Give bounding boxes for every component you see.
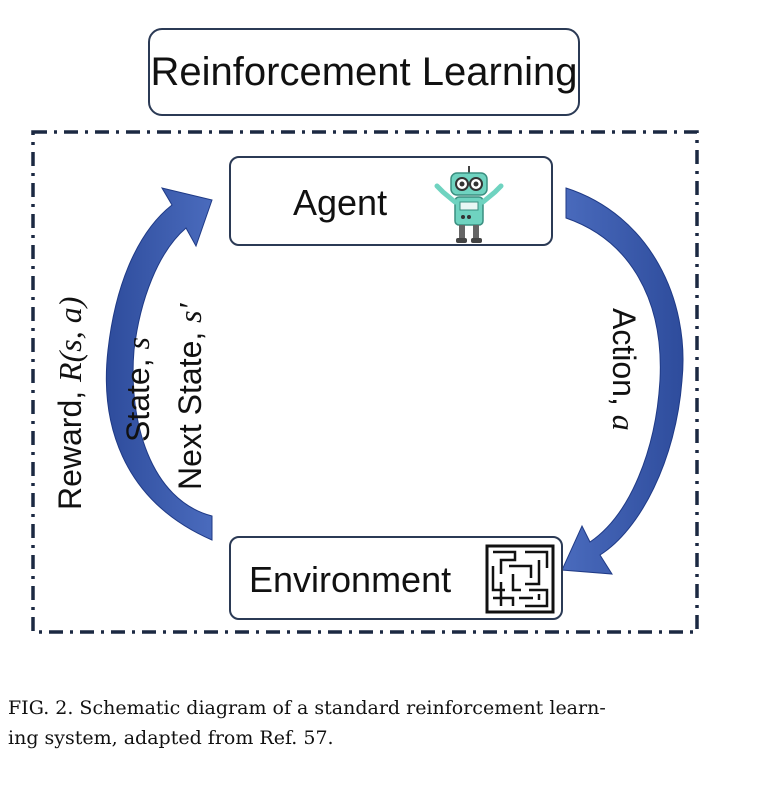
figure-caption: FIG. 2. Schematic diagram of a standard … xyxy=(8,693,748,753)
environment-label: Environment xyxy=(249,559,452,600)
caption-line-1: FIG. 2. Schematic diagram of a standard … xyxy=(8,697,606,719)
diagram-title: Reinforcement Learning xyxy=(148,28,580,116)
reward-label: Reward, R(s, a) xyxy=(52,296,88,510)
robot-icon xyxy=(434,166,504,243)
agent-label: Agent xyxy=(293,182,388,223)
agent-node: Agent xyxy=(229,156,553,246)
maze-icon xyxy=(485,544,555,614)
diagram-canvas xyxy=(31,130,699,634)
action-arrow xyxy=(561,187,684,575)
next-state-label: Next State, s′ xyxy=(172,303,208,490)
environment-node: Environment xyxy=(229,536,563,620)
dashed-frame xyxy=(31,130,699,634)
state-label: State, s xyxy=(120,337,156,442)
action-label: Action, a xyxy=(606,308,642,431)
state-reward-arrow xyxy=(105,187,213,541)
caption-line-2: ing system, adapted from Ref. 57. xyxy=(8,727,334,749)
